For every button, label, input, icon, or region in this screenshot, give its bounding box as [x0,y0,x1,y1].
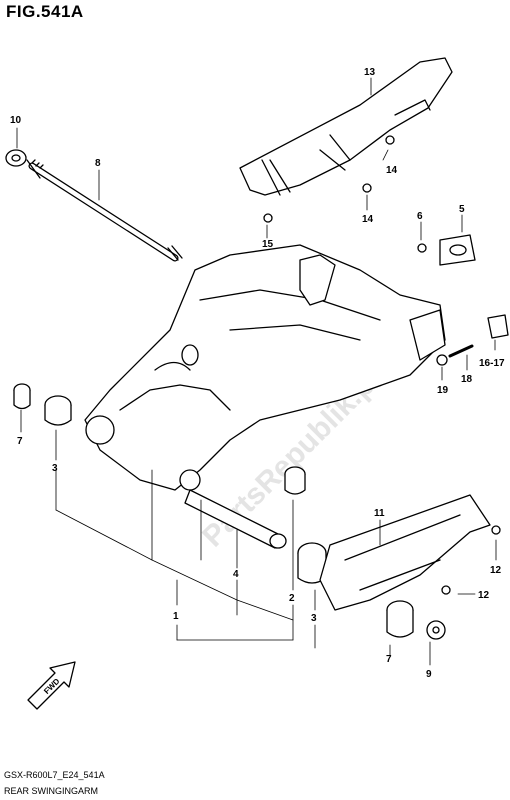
callout-label: 3 [311,613,317,624]
adjuster-bolt-part [448,344,474,358]
callout-label: 1 [173,611,179,622]
adjuster-block-part [487,314,509,339]
callout-label: 12 [478,590,490,601]
callout-label: 7 [17,436,23,447]
callout-label: 6 [417,211,423,222]
callout-label: 10 [10,115,22,126]
pivot-shaft-part [26,159,183,262]
swingarm-part [84,244,446,491]
chain-adjuster-part [439,234,476,266]
needle-bearing-part [284,466,306,495]
bushing-left-part [13,383,31,410]
leader-lines [16,77,497,666]
spacer-part [184,489,287,549]
chain-buffer-part [319,494,491,611]
chain-guard-part [239,57,453,196]
pivot-nut-part [5,149,27,167]
callout-label: 14 [362,214,374,225]
footer-section-name: REAR SWINGINGARM [4,786,99,796]
axle-nut-part [426,620,446,640]
bushing-right-part [386,600,414,638]
callout-label: 13 [364,67,376,78]
footer-model-code: GSX-R600L7_E24_541A [4,770,105,780]
callout-label: 3 [52,463,58,474]
callout-label: 9 [426,669,432,680]
callout-label: 7 [386,654,392,665]
washer-part [436,354,448,366]
small-bolt-part [263,135,501,595]
callout-label: 2 [289,593,295,604]
callout-label: 5 [459,204,465,215]
fwd-arrow-icon [27,661,76,710]
bearing-left-part [44,395,72,426]
callout-label: 4 [233,569,239,580]
callout-label: 18 [461,374,473,385]
callout-label: 16-17 [479,358,505,369]
figure-title: FIG.541A [6,2,84,21]
callout-label: 15 [262,239,274,250]
callout-label: 12 [490,565,502,576]
callout-label: 8 [95,158,101,169]
callout-label: 19 [437,385,449,396]
callout-label: 14 [386,165,398,176]
callout-label: 11 [374,508,385,519]
